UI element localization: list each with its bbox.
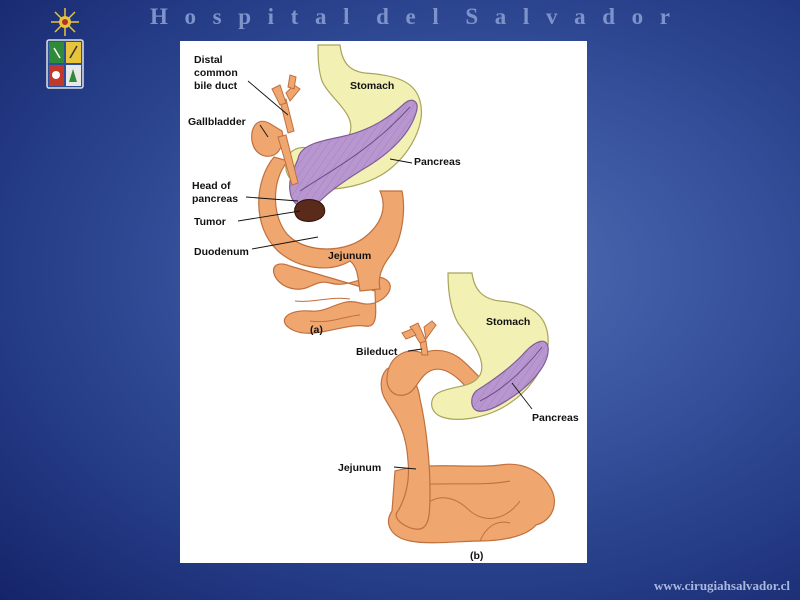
bile-duct-b	[401, 320, 437, 356]
star-emblem-icon	[51, 8, 79, 36]
title-letter: a	[494, 4, 507, 29]
duodenum-shape	[258, 156, 405, 292]
panel-b: Stomach Bileduct Pancreas Jejunum (b)	[338, 272, 579, 562]
label-jejunum-b: Jejunum	[338, 462, 381, 474]
university-crest-icon	[46, 8, 84, 89]
caption-b: (b)	[470, 550, 483, 562]
title-letter: v	[545, 4, 558, 29]
bile-duct-a	[271, 74, 301, 186]
title-letter: S	[465, 4, 479, 29]
label-jejunum-a: Jejunum	[328, 250, 371, 262]
website-url: www.cirugiahsalvador.cl	[653, 578, 790, 593]
title-letter: s	[212, 4, 222, 29]
label-stomach-b: Stomach	[486, 316, 530, 328]
title-letter: a	[574, 4, 586, 29]
label-bile-duct-a: bile duct	[194, 80, 238, 92]
jejunum-b-limb	[380, 366, 431, 530]
title-letter: p	[238, 4, 252, 29]
title-letter: o	[184, 4, 197, 29]
label-bile-duct-b: Bileduct	[356, 346, 398, 358]
label-head-of: Head of	[192, 180, 231, 192]
label-common: common	[194, 67, 238, 79]
surgery-diagram-panel: Distal common bile duct Stomach Gallblad…	[180, 41, 587, 563]
panel-a: Distal common bile duct Stomach Gallblad…	[188, 44, 461, 336]
title-letter: a	[314, 4, 327, 29]
shield-icon	[46, 39, 84, 89]
title-letter: l	[522, 4, 530, 29]
title-letter: l	[432, 4, 439, 29]
title-letter: d	[602, 4, 615, 29]
title-letter: d	[376, 4, 389, 29]
tumor-shape	[294, 199, 326, 222]
title-letter: r	[659, 4, 670, 29]
hospital-title: H o s p i t a l d e l S a l v a d o r	[150, 4, 670, 30]
title-letter: o	[631, 4, 644, 29]
title-letter: i	[267, 4, 275, 29]
label-stomach-a: Stomach	[350, 80, 394, 92]
label-pancreas-head: pancreas	[192, 193, 238, 205]
title-letter: H	[150, 4, 168, 29]
label-pancreas-b: Pancreas	[532, 412, 579, 424]
title-letter: t	[290, 4, 299, 29]
pancreaticoduodenectomy-diagram: Distal common bile duct Stomach Gallblad…	[188, 44, 579, 562]
caption-a: (a)	[310, 324, 323, 336]
label-distal: Distal	[194, 54, 223, 66]
label-tumor: Tumor	[194, 216, 226, 228]
title-letter: l	[343, 4, 350, 29]
label-duodenum: Duodenum	[194, 246, 249, 258]
title-letter: e	[405, 4, 416, 29]
label-gallbladder: Gallbladder	[188, 116, 246, 128]
label-pancreas-a: Pancreas	[414, 156, 461, 168]
